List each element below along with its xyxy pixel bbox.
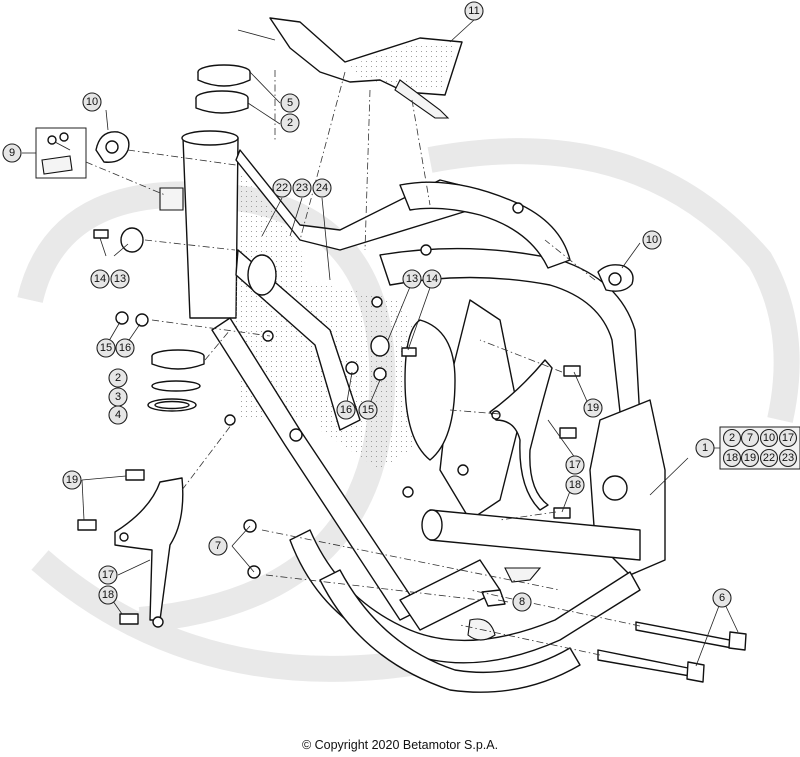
ref-callout-10: 10: [759, 428, 779, 448]
svg-text:22: 22: [763, 452, 775, 464]
svg-text:16: 16: [340, 404, 352, 416]
svg-text:23: 23: [296, 182, 308, 194]
callout-10-left: 10: [82, 92, 102, 112]
svg-text:18: 18: [569, 479, 581, 491]
callout-18-right: 18: [565, 475, 585, 495]
callout-16-left: 16: [115, 338, 135, 358]
svg-text:13: 13: [114, 273, 126, 285]
ref-callout-22: 22: [759, 448, 779, 468]
svg-text:18: 18: [726, 452, 738, 464]
copyright-notice: © Copyright 2020 Betamotor S.p.A.: [301, 738, 499, 752]
leader-lines: [22, 19, 739, 667]
svg-text:19: 19: [587, 402, 599, 414]
callout-9: 9: [2, 143, 22, 163]
callout-5: 5: [280, 93, 300, 113]
svg-text:13: 13: [406, 273, 418, 285]
svg-text:3: 3: [115, 391, 121, 403]
callout-15-center: 15: [358, 400, 378, 420]
ignition-lock-set: [35, 127, 87, 179]
svg-text:24: 24: [316, 182, 328, 194]
ref-callout-17: 17: [778, 428, 798, 448]
svg-text:17: 17: [782, 432, 794, 444]
svg-text:10: 10: [763, 432, 775, 444]
callout-16-center: 16: [336, 400, 356, 420]
ref-callout-7: 7: [740, 428, 760, 448]
callout-11: 11: [464, 1, 484, 21]
svg-text:16: 16: [119, 342, 131, 354]
svg-text:2: 2: [287, 117, 293, 129]
callout-17-left: 17: [98, 565, 118, 585]
svg-text:22: 22: [276, 182, 288, 194]
callout-1: 1: [695, 438, 715, 458]
svg-text:14: 14: [94, 273, 106, 285]
svg-text:18: 18: [102, 589, 114, 601]
steering-bearing-upper: [195, 64, 251, 114]
upper-bracket-plate: [237, 17, 463, 119]
cable-clamp-right: [597, 264, 634, 292]
callout-4: 4: [108, 405, 128, 425]
svg-text:10: 10: [646, 234, 658, 246]
steering-bearing-lower: [147, 349, 205, 412]
long-bolts: [597, 621, 747, 683]
callout-14-center: 14: [422, 269, 442, 289]
callout-15-left: 15: [96, 338, 116, 358]
svg-text:7: 7: [747, 432, 753, 444]
callout-7: 7: [208, 536, 228, 556]
callout-19-left: 19: [62, 470, 82, 490]
svg-text:2: 2: [115, 372, 121, 384]
callout-22: 22: [272, 178, 292, 198]
svg-text:9: 9: [9, 147, 15, 159]
svg-text:7: 7: [215, 540, 221, 552]
svg-text:5: 5: [287, 97, 293, 109]
callout-3: 3: [108, 387, 128, 407]
svg-text:17: 17: [102, 569, 114, 581]
svg-text:11: 11: [468, 5, 479, 17]
svg-text:1: 1: [702, 442, 708, 454]
svg-text:8: 8: [519, 596, 525, 608]
svg-text:4: 4: [115, 409, 121, 421]
svg-text:14: 14: [426, 273, 438, 285]
callout-13-left: 13: [110, 269, 130, 289]
svg-text:2: 2: [729, 432, 735, 444]
side-bracket-left: [114, 477, 184, 628]
callout-19-right: 19: [583, 398, 603, 418]
callout-10-right: 10: [642, 230, 662, 250]
svg-text:15: 15: [362, 404, 374, 416]
callout-24: 24: [312, 178, 332, 198]
ref-callout-18: 18: [722, 448, 742, 468]
svg-text:19: 19: [744, 452, 756, 464]
callout-13-center: 13: [402, 269, 422, 289]
callout-23: 23: [292, 178, 312, 198]
callout-2-lower: 2: [108, 368, 128, 388]
svg-text:23: 23: [782, 452, 794, 464]
ref-callout-23: 23: [778, 448, 798, 468]
cable-clamp-left: [95, 131, 130, 163]
callout-2-upper: 2: [280, 113, 300, 133]
side-bracket-right: [489, 359, 553, 511]
callout-18-left: 18: [98, 585, 118, 605]
callout-8: 8: [512, 592, 532, 612]
ref-callout-19: 19: [740, 448, 760, 468]
svg-text:6: 6: [719, 592, 725, 604]
ref-callout-2: 2: [722, 428, 742, 448]
svg-text:10: 10: [86, 96, 98, 108]
svg-text:15: 15: [100, 342, 112, 354]
callout-17-right: 17: [565, 455, 585, 475]
callout-6: 6: [712, 588, 732, 608]
bolt-and-spacer-left: [93, 227, 149, 327]
svg-text:19: 19: [66, 474, 78, 486]
callout-14-left: 14: [90, 269, 110, 289]
svg-text:17: 17: [569, 459, 581, 471]
